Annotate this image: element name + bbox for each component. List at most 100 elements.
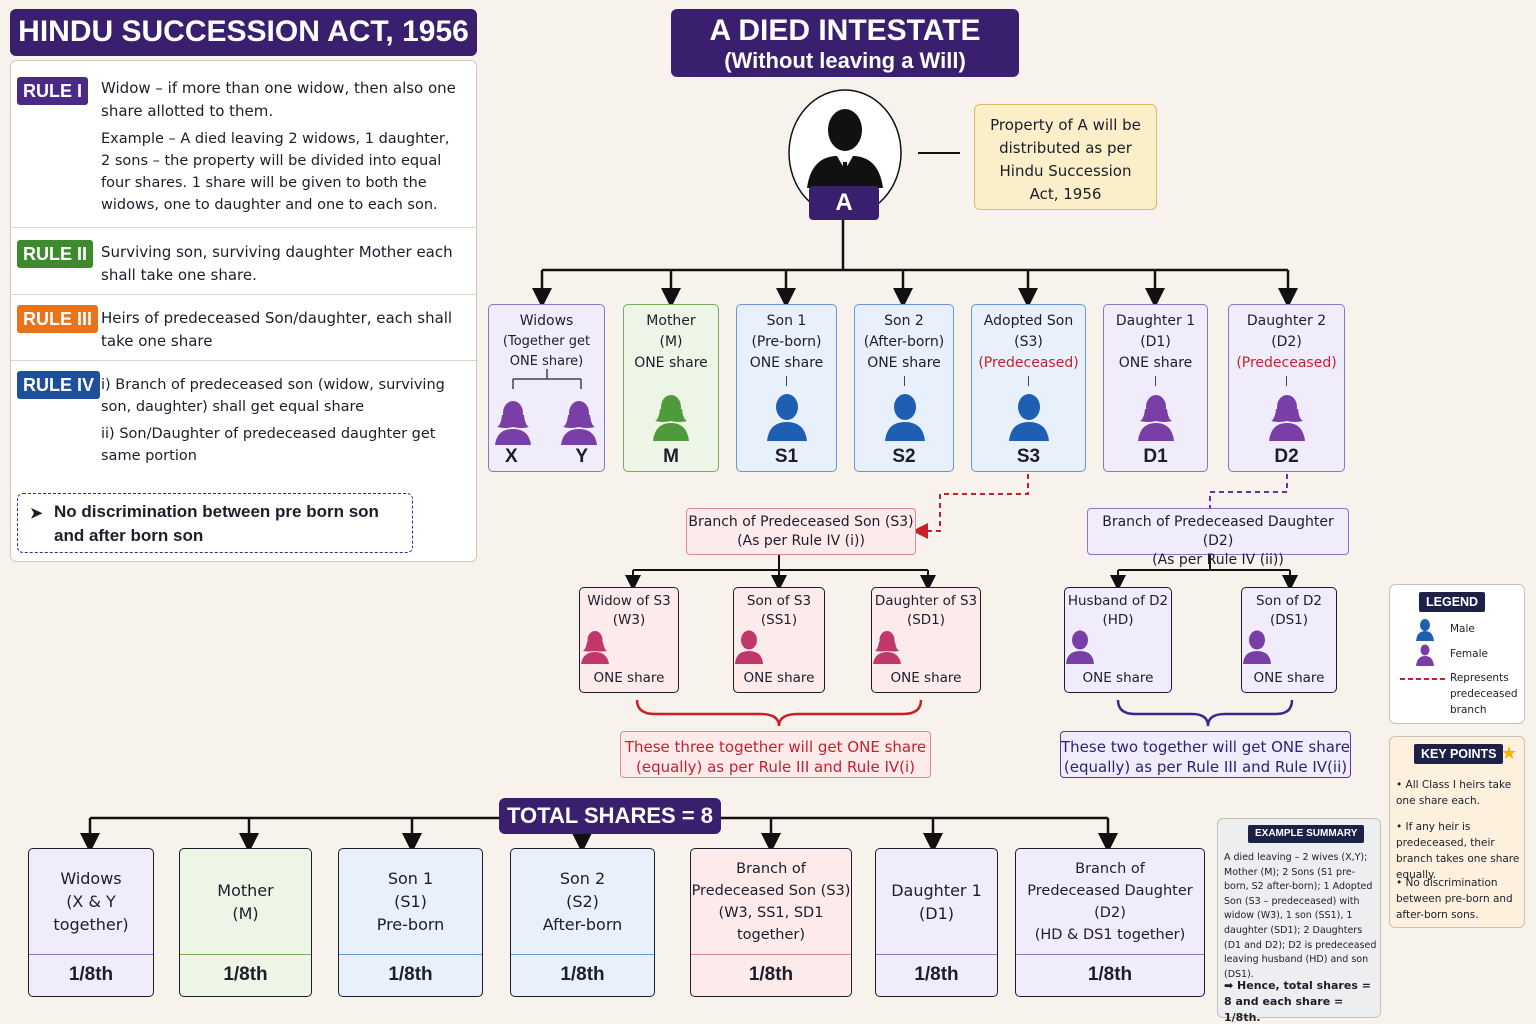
hd-code: (HD) [1102,612,1134,628]
line: Son 1 [387,869,434,888]
rule-2-badge: RULE II [17,240,94,268]
main-title-bar: A DIED INTESTATE (Without leaving a Will… [671,9,1019,77]
summary-conclusion-text: Hence, total shares = 8 and each share =… [1224,979,1371,1024]
share-card-branch-d2-label: Branch of Predeceased Daughter (D2) (HD … [1016,849,1204,954]
no-discrimination-note: ➤ No discrimination between pre born son… [17,493,413,553]
male-icon [734,630,824,664]
heir-d1-l3: ONE share [1118,355,1193,371]
heir-d2-letter: D2 [1274,446,1299,467]
share-card-widows: Widows (X & Y together) 1/8th [28,848,154,997]
rule-3-badge: RULE III [17,305,99,333]
line: After-born [542,915,623,934]
heir-card-son2: Son 2 (After-born) ONE share S2 [854,304,954,472]
example-summary-box: EXAMPLE SUMMARY A died leaving – 2 wives… [1217,818,1381,1024]
heir-widows-l3: ONE share) [509,354,584,369]
ds1-label: Son of D2 [1256,593,1322,609]
share-card-mother-label: Mother (M) [180,849,311,954]
key-point-3-text: No discrimination between pre-born and a… [1396,877,1513,921]
deceased-a: A [787,88,903,222]
female-icon [1267,393,1307,441]
rules-panel: RULE I Widow – if more than one widow, t… [10,60,477,562]
heir-s3-letter: S3 [1016,446,1041,467]
share-card-son1: Son 1 (S1) Pre-born 1/8th [338,848,483,997]
main-subtitle: (Without leaving a Will) [724,48,966,73]
female-icon [1416,644,1434,670]
w3-share: ONE share [593,670,665,686]
property-note: Property of A will be distributed as per… [974,104,1157,210]
key-points-box: KEY POINTS ★ • All Class I heirs take on… [1389,736,1525,928]
rule-2-text: Surviving son, surviving daughter Mother… [101,243,453,284]
share-card-widows-share: 1/8th [29,954,153,996]
ss1-label: Son of S3 [746,593,812,609]
heir-card-adopted-son: Adopted Son (S3) (Predeceased) S3 [971,304,1086,472]
branch-s3-title: Branch of Predeceased Son (S3) [688,514,914,530]
share-card-branch-s3-share: 1/8th [691,954,851,996]
share-card-branch-d2-share: 1/8th [1016,954,1204,996]
key-point-2-text: If any heir is predeceased, their branch… [1396,821,1520,881]
female-icon [1136,393,1176,441]
line: Mother [217,880,274,900]
line: (S1) [394,892,427,911]
property-note-text: Property of A will be distributed as per… [990,116,1141,203]
heir-mother-l3: ONE share [634,355,708,371]
share-card-mother: Mother (M) 1/8th [179,848,312,997]
heir-widows-label: Widows [519,313,574,329]
heir-card-widows: Widows (Together get ONE share) X Y [488,304,605,472]
heir-d1-l2: (D1) [1140,334,1171,350]
left-title: HINDU SUCCESSION ACT, 1956 [18,15,469,48]
s3-heir-daughter: Daughter of S3 (SD1) ONE share [871,587,981,693]
rule-4-text: i) Branch of predeceased son (widow, sur… [101,374,462,467]
branch-s3-box: Branch of Predeceased Son (S3) (As per R… [686,508,916,555]
female-icon [580,630,678,664]
legend-box: LEGEND Male Female Represents predecease… [1389,584,1525,724]
line: Branch of [1075,860,1145,877]
deceased-person-icon [788,89,902,217]
rule-2: RULE II Surviving son, surviving daughte… [11,227,476,294]
line: together) [736,926,806,943]
left-title-bar: HINDU SUCCESSION ACT, 1956 [10,9,477,56]
tick [1286,376,1287,386]
heir-d2-predeceased: (Predeceased) [1236,355,1337,371]
key-point-2: • If any heir is predeceased, their bran… [1396,821,1520,881]
share-card-son2: Son 2 (S2) After-born 1/8th [510,848,655,997]
line: (S2) [566,892,599,911]
deceased-label: A [835,189,853,216]
share-card-widows-label: Widows (X & Y together) [29,849,153,954]
s3-together-l2: (equally) as per Rule III and Rule IV(i) [635,758,916,776]
share-card-mother-share: 1/8th [180,954,311,996]
summary-conclusion: ➡ Hence, total shares = 8 and each share… [1224,979,1371,1024]
line: (X & Y [66,892,116,911]
female-icon [559,399,599,445]
share-card-branch-s3-label: Branch of Predeceased Son (S3) (W3, SS1,… [691,849,851,954]
rule-3-text: Heirs of predeceased Son/daughter, each … [101,309,453,350]
branch-d2-title: Branch of Predeceased Daughter (D2) [1102,514,1334,549]
rule-4-badge: RULE IV [17,371,101,399]
heir-d2-label: Daughter 2 [1246,313,1327,329]
w3-label: Widow of S3 [587,593,671,609]
legend-dashed: Represents predeceased branch [1450,672,1518,716]
rule-3: RULE III Heirs of predeceased Son/daught… [11,294,476,360]
key-points-title: KEY POINTS [1414,744,1504,764]
d2-heir-husband: Husband of D2 (HD) ONE share [1064,587,1172,693]
hd-share: ONE share [1082,670,1154,686]
sd1-code: (SD1) [906,612,946,628]
deceased-label-box: A [809,186,879,220]
male-icon [1242,630,1336,664]
ss1-share: ONE share [743,670,815,686]
heir-d1-label: Daughter 1 [1115,313,1196,329]
heir-card-daughter2: Daughter 2 (D2) (Predeceased) D2 [1228,304,1345,472]
w3-code: (W3) [612,612,646,628]
female-icon [872,630,980,664]
share-card-daughter1-label: Daughter 1 (D1) [876,849,997,954]
rule-1-text: Widow – if more than one widow, then als… [101,77,462,216]
share-card-daughter1: Daughter 1 (D1) 1/8th [875,848,998,997]
tick [903,376,905,386]
heir-d1-letter: D1 [1143,446,1168,467]
share-card-son1-label: Son 1 (S1) Pre-born [339,849,482,954]
summary-title: EXAMPLE SUMMARY [1248,825,1365,843]
line: Predeceased Daughter (D2) [1027,882,1193,921]
heir-card-mother: Mother (M) ONE share M [623,304,719,472]
heir-s3-l2: (S3) [1014,334,1043,350]
d2-together-l1: These two together will get ONE share [1061,738,1350,756]
rule-1-example: Example – A died leaving 2 widows, 1 dau… [101,131,450,213]
